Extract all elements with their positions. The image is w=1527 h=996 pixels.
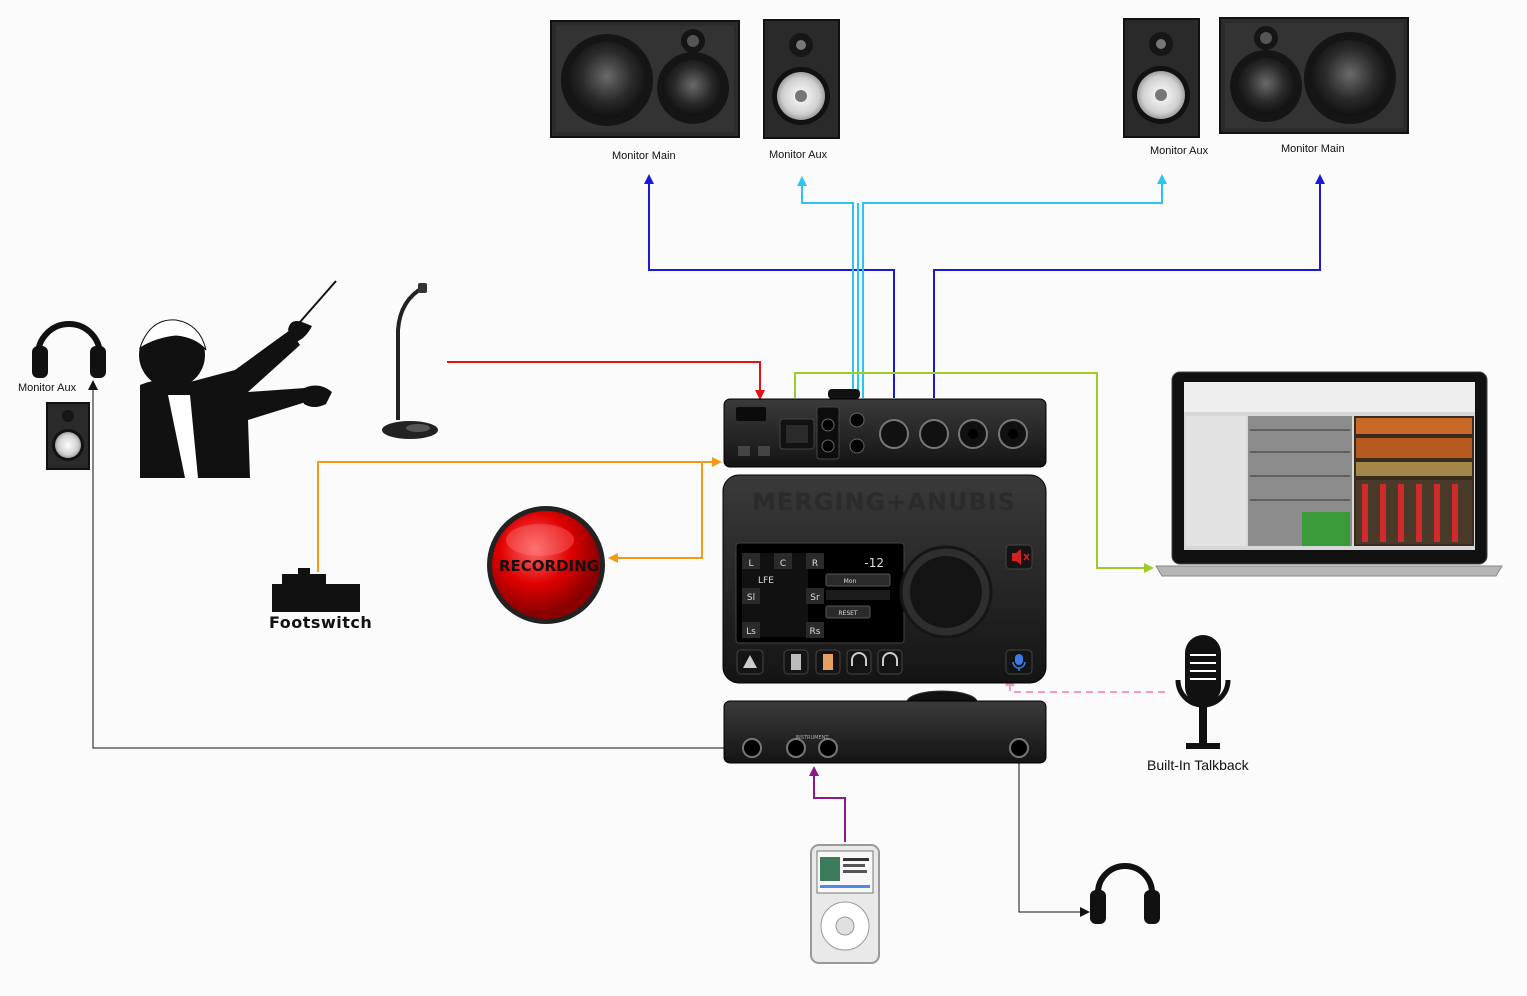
monitor-aux-left-speaker [763, 19, 840, 139]
recording-line [608, 462, 703, 563]
channel-grid: L C R LFE Sl Sr Ls Rs [742, 553, 824, 638]
monitor-main-right-speaker [1219, 17, 1409, 134]
channel-sr: Sr [810, 593, 820, 603]
monitor-aux-side-speaker [46, 402, 90, 470]
channel-sl: Sl [747, 593, 755, 603]
mode-select[interactable]: Mon [844, 578, 857, 585]
monitor-aux-right-label: Monitor Aux [1150, 145, 1209, 157]
footswitch-label: Footswitch [269, 613, 373, 632]
ipod-icon [810, 844, 880, 964]
channel-c: C [780, 559, 786, 569]
mic-to-interface-line [447, 361, 765, 400]
level-readout: -12 [864, 556, 884, 570]
channel-l: L [748, 559, 753, 569]
computer-line [794, 372, 1154, 573]
channel-rs: Rs [810, 627, 821, 637]
headphones-icon [32, 321, 106, 378]
instrument-label: INSTRUMENT [796, 735, 830, 741]
aux-right-line [862, 174, 1167, 398]
device-brand: MERGING+ANUBIS [752, 488, 1016, 516]
reset-button[interactable]: RESET [838, 610, 858, 617]
record-button-icon [487, 506, 605, 624]
aux-left-line [797, 176, 854, 398]
channel-r: R [812, 559, 818, 569]
recording-label: RECORDING [499, 557, 600, 575]
connection-lines [88, 174, 1325, 917]
interface-front-unit: INSTRUMENT [723, 690, 1047, 764]
talkback-mic-icon [1175, 635, 1231, 749]
interface-main-unit: MERGING+ANUBIS L C R LFE Sl Sr Ls Rs -12… [722, 474, 1047, 684]
monitor-aux-left-label: Monitor Aux [769, 149, 828, 161]
monitor-main-left-label: Monitor Main [612, 150, 676, 162]
headphones-icon [1090, 863, 1160, 924]
monitor-aux-right-speaker [1123, 18, 1200, 138]
monitor-main-left-speaker [550, 20, 740, 138]
ipod-line [809, 766, 846, 842]
channel-ls: Ls [746, 627, 756, 637]
talkback-line [1005, 676, 1165, 693]
main-right-line [933, 174, 1325, 398]
conductor-icon [139, 280, 337, 478]
footswitch-line [317, 457, 722, 572]
monitor-aux-side-label: Monitor Aux [18, 382, 77, 394]
laptop-icon [1155, 371, 1503, 577]
main-left-line [644, 174, 895, 398]
gooseneck-mic-icon [382, 283, 438, 439]
footswitch-icon [272, 568, 360, 612]
channel-lfe: LFE [758, 576, 774, 586]
headphone-out-line [1018, 762, 1090, 917]
monitor-main-right-label: Monitor Main [1281, 143, 1345, 155]
talkback-label: Built-In Talkback [1147, 757, 1249, 773]
interface-rear-panel [723, 389, 1047, 468]
bottom-buttons[interactable] [736, 649, 1033, 675]
aux-headphone-line [88, 380, 740, 749]
